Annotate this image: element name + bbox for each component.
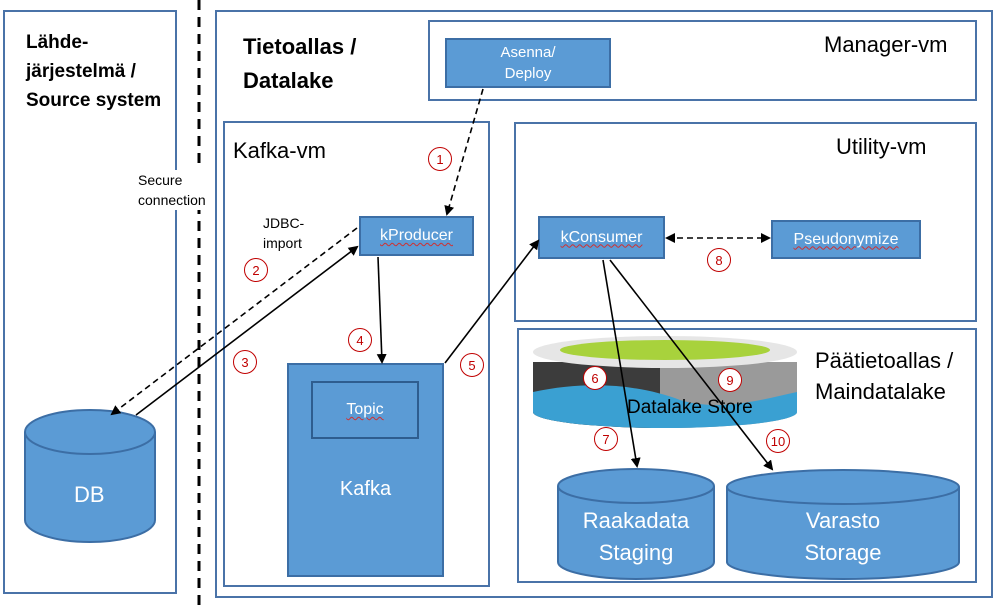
utility-vm-title: Utility-vm — [836, 134, 927, 159]
step-7: 7 — [594, 427, 618, 451]
step-4: 4 — [348, 328, 372, 352]
kconsumer-box: kConsumer — [538, 216, 665, 259]
source-system-title: Lähde- järjestelmä / Source system — [26, 32, 162, 111]
kproducer-box: kProducer — [359, 216, 474, 256]
manager-vm-title: Manager-vm — [824, 32, 948, 57]
arrow-kafka-to-consumer — [444, 239, 540, 364]
pseudonymize-box: Pseudonymize — [771, 220, 921, 259]
storage-label: Varasto Storage — [804, 508, 882, 565]
arrow-producer-to-db — [110, 227, 358, 416]
step-3: 3 — [233, 350, 257, 374]
jdbc-import-label: JDBC- import — [263, 215, 305, 251]
step-2: 2 — [244, 258, 268, 282]
arrow-producer-to-kafka — [376, 256, 387, 364]
step-6: 6 — [583, 366, 607, 390]
arrow-consumer-to-staging — [602, 259, 641, 468]
secure-connection-label: Secure connection — [138, 170, 206, 210]
kafka-label: Kafka — [339, 478, 392, 500]
arrow-consumer-to-storage — [609, 259, 774, 471]
staging-label: Raakadata Staging — [582, 508, 690, 565]
step-10: 10 — [766, 429, 790, 453]
step-1: 1 — [428, 147, 452, 171]
step-5: 5 — [460, 353, 484, 377]
datalake-title: Tietoallas / Datalake — [243, 34, 357, 93]
main-datalake-title: Päätietoallas / Maindatalake — [815, 348, 954, 404]
arrow-deploy-to-producer — [444, 88, 484, 216]
topic-box: Topic — [311, 381, 419, 439]
db-label: DB — [74, 482, 105, 507]
step-8: 8 — [707, 248, 731, 272]
deploy-box: Asenna/ Deploy — [445, 38, 611, 88]
arrow-db-to-producer — [135, 245, 359, 416]
kafka-vm-title: Kafka-vm — [233, 138, 326, 163]
step-9: 9 — [718, 368, 742, 392]
